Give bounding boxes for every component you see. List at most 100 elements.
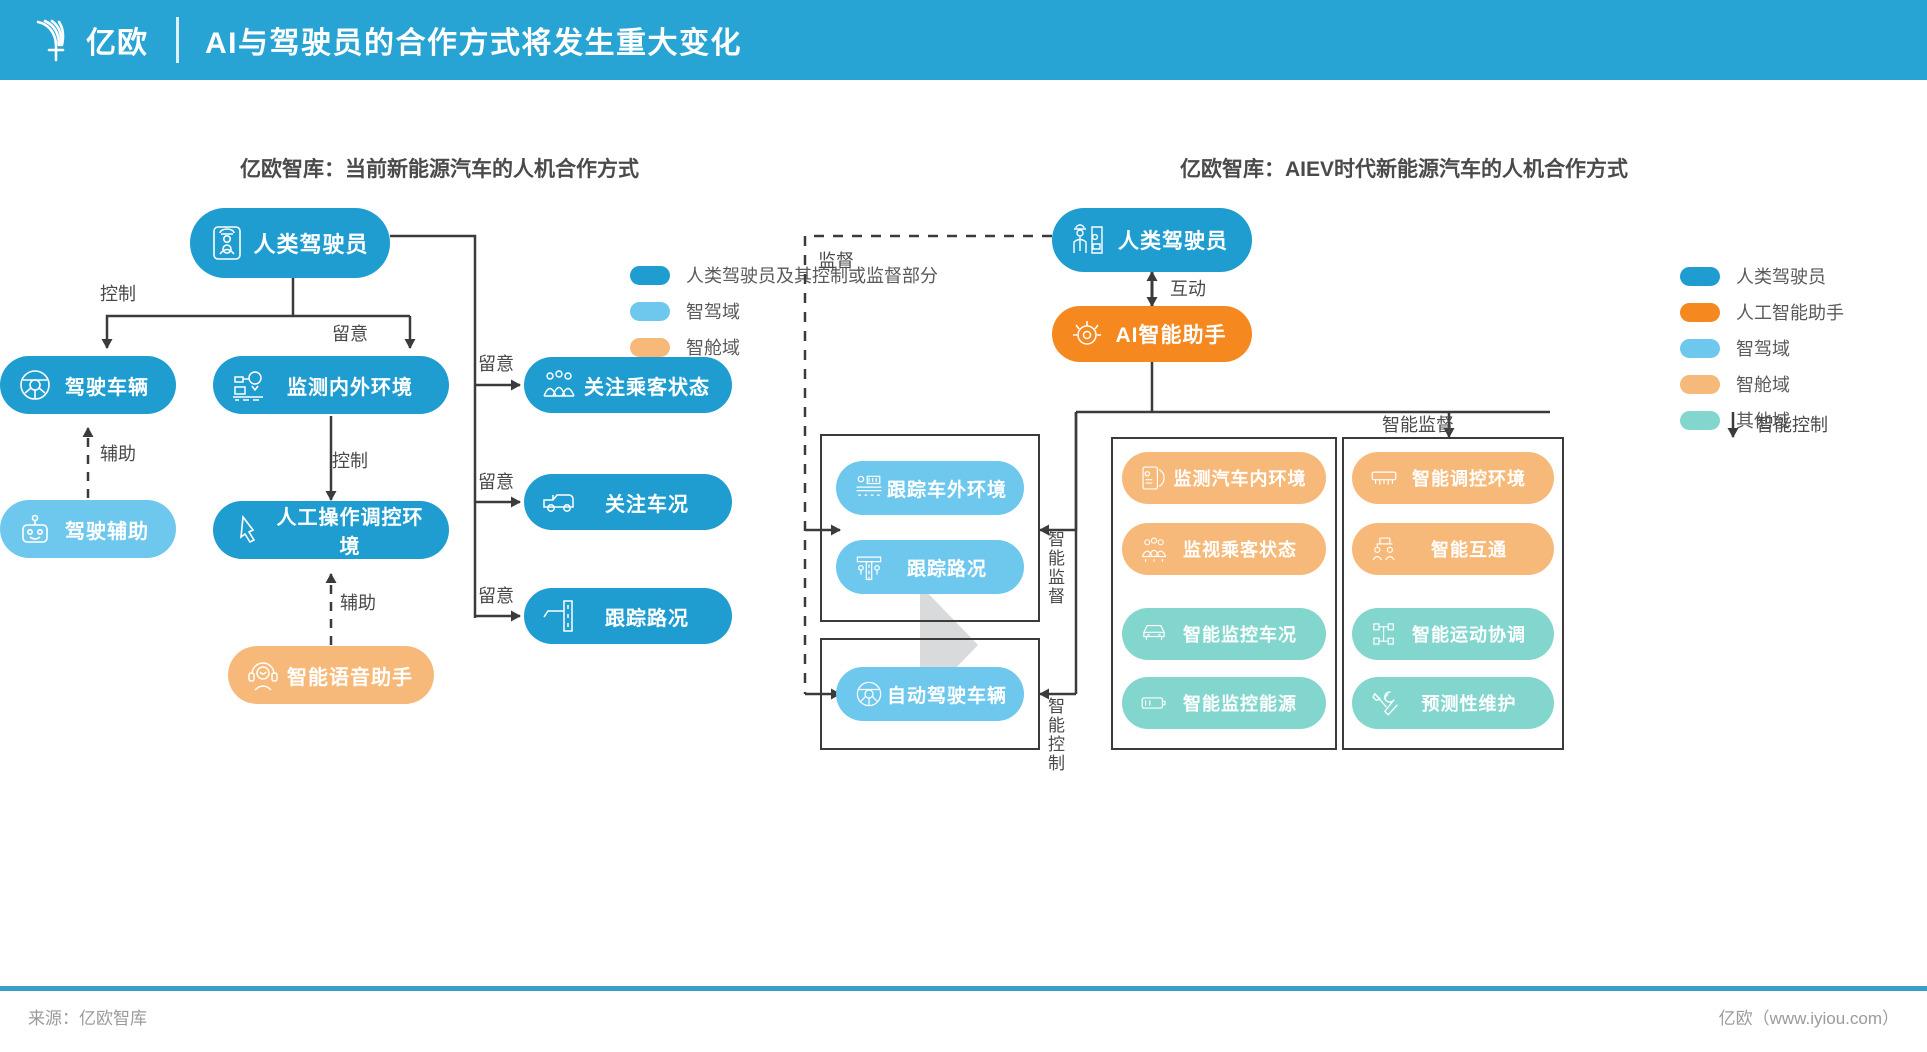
auto-wheel-icon bbox=[852, 677, 886, 711]
node-label: 关注乘客状态 bbox=[584, 376, 710, 399]
cabin-sensor-icon bbox=[1138, 462, 1170, 494]
node-label: 预测性维护 bbox=[1421, 694, 1517, 714]
node-manual-control-env[interactable]: 人工操作调控环境 bbox=[213, 501, 449, 559]
node-track-road-right[interactable]: 跟踪路况 bbox=[836, 540, 1024, 594]
steering-wheel-icon bbox=[16, 366, 54, 404]
footer-site: 亿欧（www.iyiou.com） bbox=[1718, 1009, 1899, 1028]
page-title: AI与驾驶员的合作方式将发生重大变化 bbox=[205, 27, 742, 60]
legend-swatch bbox=[1680, 410, 1720, 430]
node-predictive-maintenance[interactable]: 预测性维护 bbox=[1352, 677, 1554, 729]
legend-swatch bbox=[1680, 302, 1720, 322]
node-ai-assistant[interactable]: AI智能助手 bbox=[1052, 306, 1252, 362]
node-label: 智能运动协调 bbox=[1412, 625, 1526, 645]
edge-label-notice-a: 留意 bbox=[478, 354, 514, 374]
node-human-driver-right[interactable]: 人类驾驶员 bbox=[1052, 208, 1252, 272]
node-human-driver-left[interactable]: 人类驾驶员 bbox=[190, 208, 390, 278]
node-label: 监视乘客状态 bbox=[1183, 540, 1297, 560]
legend-item: 智驾域 bbox=[1680, 335, 1844, 361]
headset-icon bbox=[244, 656, 282, 694]
edge-label-interact: 互动 bbox=[1170, 279, 1206, 299]
right-legend: 人类驾驶员 人工智能助手 智驾域 智舱域 其他域 bbox=[1680, 263, 1844, 443]
node-label: 关注车况 bbox=[605, 493, 689, 516]
frame-environment bbox=[820, 434, 1040, 622]
weather-road-icon bbox=[852, 471, 886, 505]
node-smart-climate-control[interactable]: 智能调控环境 bbox=[1352, 452, 1554, 504]
node-smart-interconnect[interactable]: 智能互通 bbox=[1352, 523, 1554, 575]
legend-item: 其他域 bbox=[1680, 407, 1844, 433]
passengers-icon bbox=[1138, 533, 1170, 565]
legend-label: 智驾域 bbox=[1736, 339, 1790, 359]
node-track-outside-env[interactable]: 跟踪车外环境 bbox=[836, 461, 1024, 515]
node-smart-motion-coordination[interactable]: 智能运动协调 bbox=[1352, 608, 1554, 660]
edge-label-supervise: 监督 bbox=[818, 251, 854, 271]
node-passenger-status[interactable]: 关注乘客状态 bbox=[524, 357, 732, 413]
left-panel-title: 亿欧智库：当前新能源汽车的人机合作方式 bbox=[240, 158, 639, 181]
node-monitor-car-condition[interactable]: 智能监控车况 bbox=[1122, 608, 1326, 660]
frame-smart-control bbox=[1342, 437, 1564, 750]
edge-label-assist-2: 辅助 bbox=[340, 593, 376, 613]
page-header: 亿欧 AI与驾驶员的合作方式将发生重大变化 bbox=[0, 0, 1927, 80]
ai-eye-icon bbox=[1068, 315, 1106, 353]
officer-icon bbox=[1068, 219, 1110, 261]
legend-swatch bbox=[1680, 338, 1720, 358]
edge-label-notice-1: 留意 bbox=[332, 324, 368, 344]
node-autonomous-vehicle[interactable]: 自动驾驶车辆 bbox=[836, 667, 1024, 721]
frame-vehicle bbox=[820, 638, 1040, 750]
node-drive-vehicle[interactable]: 驾驶车辆 bbox=[0, 356, 176, 414]
node-label: 人类驾驶员 bbox=[253, 232, 369, 257]
legend-item: 人类驾驶员及其控制或监督部分 bbox=[630, 262, 938, 288]
legend-label: 智驾域 bbox=[686, 302, 740, 322]
node-track-road-left[interactable]: 跟踪路况 bbox=[524, 588, 732, 644]
edge-label-smart-supervise: 智能监督 bbox=[1382, 415, 1454, 435]
node-label: 人类驾驶员 bbox=[1118, 230, 1228, 253]
footer-divider bbox=[0, 986, 1927, 991]
node-label: 跟踪车外环境 bbox=[886, 479, 1007, 501]
edge-label-control-1: 控制 bbox=[100, 284, 136, 304]
yiou-leaf-icon bbox=[28, 12, 84, 68]
header-divider bbox=[176, 17, 179, 63]
legend-item: 智舱域 bbox=[1680, 371, 1844, 397]
legend-label: 智舱域 bbox=[686, 338, 740, 358]
road-fork-icon bbox=[540, 597, 578, 635]
legend-item: 人类驾驶员 bbox=[1680, 263, 1844, 289]
legend-label: 人类驾驶员 bbox=[1736, 267, 1826, 287]
right-panel-title: 亿欧智库：AIEV时代新能源汽车的人机合作方式 bbox=[1180, 158, 1629, 181]
edge-label-notice-b: 留意 bbox=[478, 472, 514, 492]
node-monitor-environment[interactable]: 监测内外环境 bbox=[213, 356, 449, 414]
node-monitor-cabin-env[interactable]: 监测汽车内环境 bbox=[1122, 452, 1326, 504]
node-label: 智能监控车况 bbox=[1183, 625, 1297, 645]
legend-label: 人工智能助手 bbox=[1736, 303, 1844, 323]
legend-swatch bbox=[630, 337, 670, 357]
node-label: 监测汽车内环境 bbox=[1173, 469, 1307, 489]
edge-label-assist-1: 辅助 bbox=[100, 444, 136, 464]
node-label: 智能互通 bbox=[1431, 540, 1507, 560]
edge-label-smart-control: 智能控制 bbox=[1756, 415, 1828, 435]
car-front-icon bbox=[1138, 618, 1170, 650]
node-label: 智能监控能源 bbox=[1183, 694, 1297, 714]
frame-smart-monitor bbox=[1111, 437, 1337, 750]
battery-icon bbox=[1138, 687, 1170, 719]
edge-label-control-2: 控制 bbox=[332, 451, 368, 471]
node-label: 监测内外环境 bbox=[287, 376, 413, 399]
node-label: 自动驾驶车辆 bbox=[886, 685, 1007, 707]
node-label: 跟踪路况 bbox=[605, 607, 689, 630]
brand-name: 亿欧 bbox=[86, 27, 148, 60]
driver-icon bbox=[206, 222, 248, 264]
node-drive-assist[interactable]: 驾驶辅助 bbox=[0, 500, 176, 558]
node-label: 跟踪路况 bbox=[906, 558, 987, 580]
node-label: AI智能助手 bbox=[1115, 324, 1227, 347]
legend-swatch bbox=[1680, 374, 1720, 394]
legend-swatch bbox=[630, 301, 670, 321]
brand-logo: 亿欧 bbox=[28, 12, 148, 68]
node-monitor-passenger[interactable]: 监视乘客状态 bbox=[1122, 523, 1326, 575]
legend-item: 智驾域 bbox=[630, 298, 938, 324]
road-t-icon bbox=[852, 550, 886, 584]
legend-item: 智舱域 bbox=[630, 334, 938, 360]
hand-tap-icon bbox=[229, 511, 267, 549]
node-voice-assistant[interactable]: 智能语音助手 bbox=[228, 646, 434, 704]
legend-label: 智舱域 bbox=[1736, 375, 1790, 395]
people-icon bbox=[540, 366, 578, 404]
node-label: 驾驶辅助 bbox=[65, 520, 149, 543]
node-monitor-energy[interactable]: 智能监控能源 bbox=[1122, 677, 1326, 729]
node-car-status[interactable]: 关注车况 bbox=[524, 474, 732, 530]
